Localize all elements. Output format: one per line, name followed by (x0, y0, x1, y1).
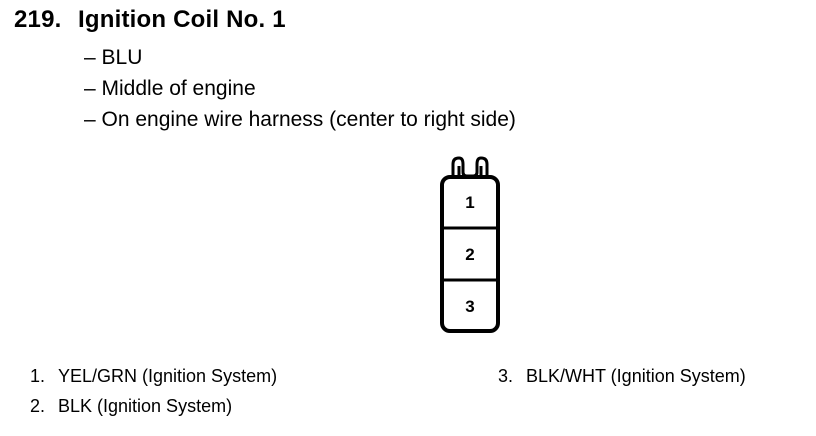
component-number: 219. (14, 6, 62, 33)
pin-description-number: 3. (498, 366, 514, 386)
pin-label-3: 3 (465, 297, 474, 316)
component-title: Ignition Coil No. 1 (78, 6, 286, 33)
pin-label-2: 2 (465, 245, 474, 264)
pin-description-text: BLK (Ignition System) (58, 396, 233, 416)
pin-description-number: 2. (30, 396, 46, 416)
pin-description-2: 2. BLK (Ignition System) (30, 391, 277, 421)
component-details: – BLU – Middle of engine – On engine wir… (84, 42, 516, 135)
detail-location: – Middle of engine (84, 77, 256, 100)
pin-description-number: 1. (30, 366, 46, 386)
pin-description-text: BLK/WHT (Ignition System) (526, 366, 746, 386)
component-heading: 219. Ignition Coil No. 1 (14, 6, 286, 34)
pin-description-text: YEL/GRN (Ignition System) (58, 366, 278, 386)
pin-description-3: 3. BLK/WHT (Ignition System) (498, 361, 746, 391)
pin-description-1: 1. YEL/GRN (Ignition System) (30, 361, 277, 391)
connector-body (440, 175, 500, 333)
pin-label-1: 1 (465, 193, 474, 212)
detail-color: – BLU (84, 46, 143, 69)
connector-diagram: 1 2 3 (440, 156, 500, 333)
detail-harness: – On engine wire harness (center to righ… (84, 108, 516, 131)
pin-description-list-left: 1. YEL/GRN (Ignition System) 2. BLK (Ignit… (30, 361, 277, 421)
pin-description-list-right: 3. BLK/WHT (Ignition System) (498, 361, 746, 391)
